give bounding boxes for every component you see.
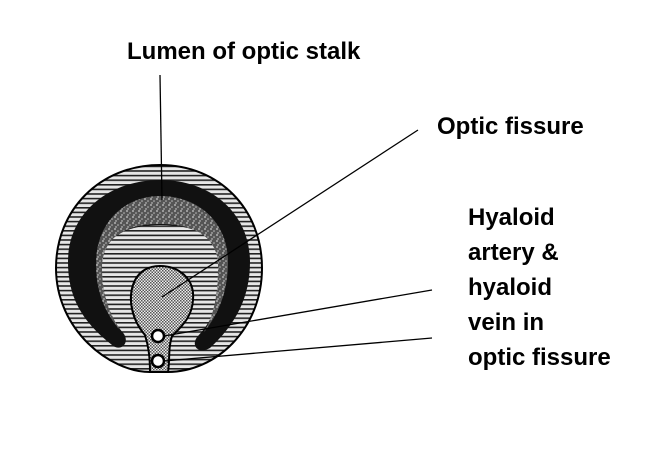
hyaloid-label-line: optic fissure [468,344,611,371]
fissure-leader-line [161,129,419,298]
stippled-layer [96,196,228,332]
hyaloid-label-line: Hyaloid [468,204,555,231]
hyaloid-label-line: vein in [468,309,545,336]
optic-fissure-blob [129,264,195,373]
hyaloid-label-line: hyaloid [468,274,553,301]
hyaloid-label: Hyaloid artery & hyaloid vein in optic f… [468,200,611,375]
lumen-label: Lumen of optic stalk [127,38,361,65]
artery-leader-line [163,289,433,337]
lumen-leader-line [159,74,163,201]
optic-fissure-label: Optic fissure [437,113,584,140]
hyaloid-artery-icon [150,328,166,344]
hyaloid-vein-icon [150,353,166,369]
vein-leader-line [163,337,433,362]
hyaloid-label-line: artery & [468,239,559,266]
